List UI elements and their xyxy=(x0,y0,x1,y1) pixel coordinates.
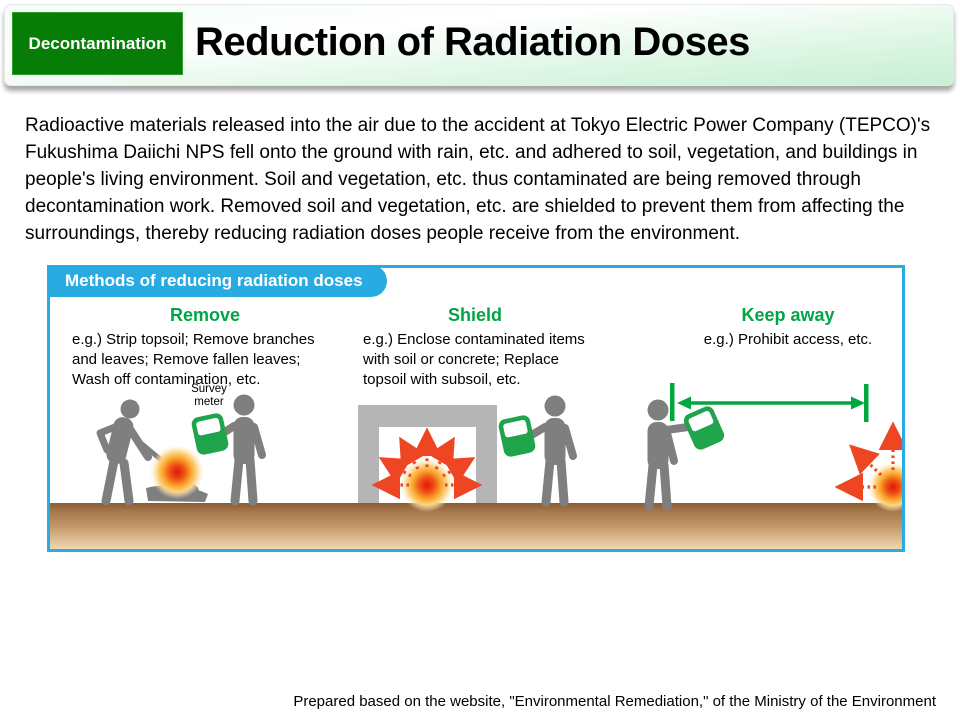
radiation-arrows-right xyxy=(834,421,902,502)
survey-meter-label: Survey meter xyxy=(191,383,227,408)
ground-strip xyxy=(50,503,902,549)
radiation-source-glow-right xyxy=(868,462,902,512)
shield-enclosure-icon xyxy=(358,405,497,503)
intro-paragraph: Radioactive materials released into the … xyxy=(25,115,931,244)
keep-away-example-text: e.g.) Prohibit access, etc. xyxy=(703,331,873,348)
survey-meter-icon-right xyxy=(681,404,727,452)
shield-heading: Shield xyxy=(447,305,502,325)
source-attribution: Prepared based on the website, "Environm… xyxy=(293,693,936,710)
survey-meter-icon-left xyxy=(190,412,230,456)
remove-heading: Remove xyxy=(169,305,241,325)
methods-box-title: Methods of reducing radiation doses xyxy=(47,265,387,297)
illustration-scene xyxy=(96,383,902,512)
decontamination-tag: Decontamination xyxy=(12,12,183,75)
page-title: Reduction of Radiation Doses xyxy=(195,20,750,64)
keep-away-heading: Keep away xyxy=(741,305,835,325)
header-bar: Decontamination Reduction of Radiation D… xyxy=(4,4,954,86)
worker-with-survey-meter-right xyxy=(648,400,692,507)
distance-arrow-icon xyxy=(670,383,869,422)
radiation-source-glow-left xyxy=(150,445,204,499)
remove-example-text: e.g.) Strip topsoil; Remove branches and… xyxy=(72,331,315,388)
shield-example-text: e.g.) Enclose contaminated items with so… xyxy=(363,331,585,388)
survey-meter-icon-middle xyxy=(497,414,537,458)
decontamination-tag-label: Decontamination xyxy=(28,33,167,53)
methods-box: Methods of reducing radiation doses Remo… xyxy=(47,265,905,552)
radiation-arrows-middle xyxy=(371,427,483,500)
radiation-source-glow-middle xyxy=(400,458,454,512)
